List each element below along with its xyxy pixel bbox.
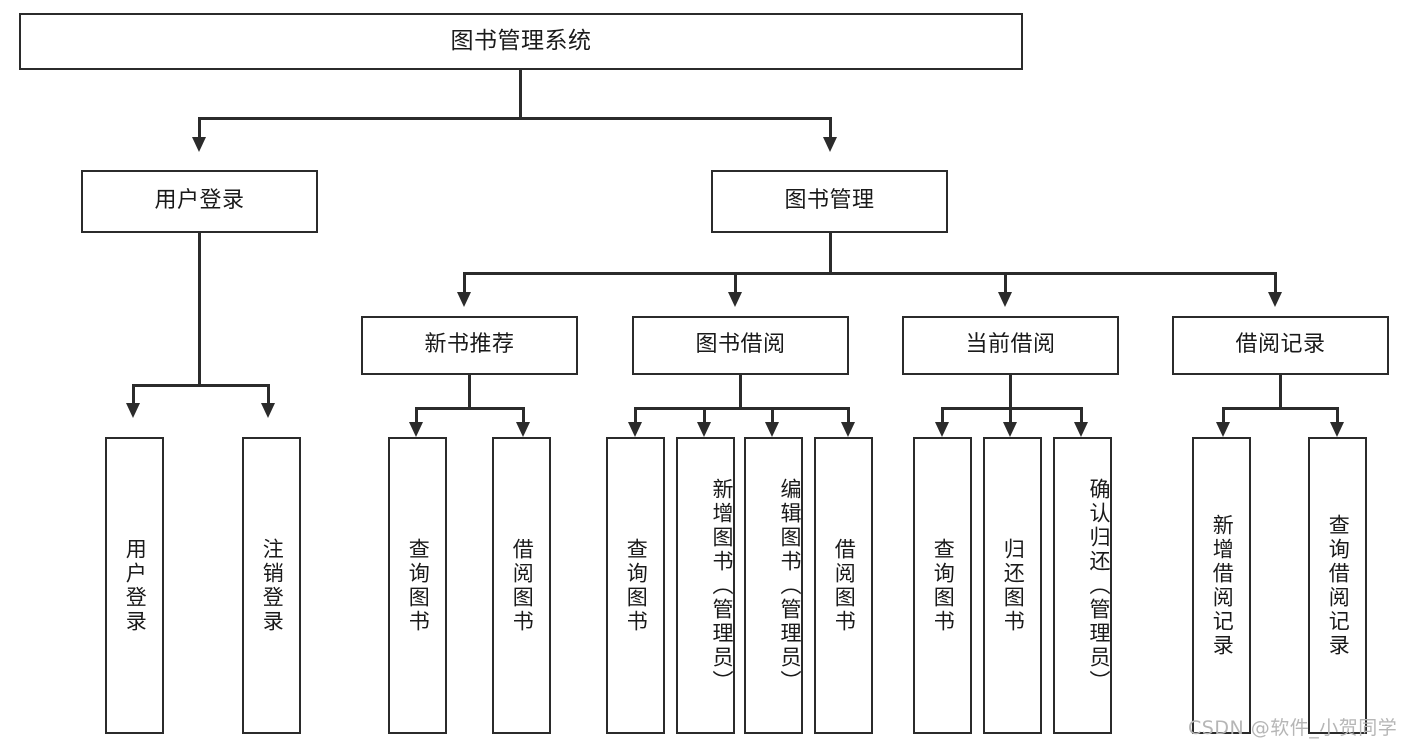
node-label: 注销登录 bbox=[260, 537, 285, 634]
node-label: 当前借阅 bbox=[965, 332, 1056, 358]
connector-current-borrow-drop-2 bbox=[1080, 407, 1083, 425]
connector-new-book-drop-0 bbox=[415, 407, 418, 425]
leaf-return-book[interactable]: 归还图书 bbox=[983, 437, 1042, 734]
node-user-login[interactable]: 用户登录 bbox=[81, 170, 318, 233]
node-label: 归还图书 bbox=[1001, 537, 1026, 634]
node-label: 图书管理系统 bbox=[450, 27, 592, 54]
arrow-to-new-book-recommend bbox=[457, 292, 471, 307]
leaf-query-book-borrow[interactable]: 查询图书 bbox=[606, 437, 665, 734]
arrow-to-leaf-add-record bbox=[1216, 422, 1230, 437]
node-label: 查询图书 bbox=[931, 537, 956, 634]
connector-level2-drop-0 bbox=[463, 272, 466, 296]
connector-book-management-stem bbox=[829, 233, 832, 274]
leaf-confirm-return-admin[interactable]: 确认归还（管理员） bbox=[1053, 437, 1112, 734]
leaf-borrow-book-recommend[interactable]: 借阅图书 bbox=[492, 437, 551, 734]
arrow-to-borrow-record bbox=[1268, 292, 1282, 307]
leaf-edit-book-admin[interactable]: 编辑图书（管理员） bbox=[744, 437, 803, 734]
arrow-to-leaf-user-login bbox=[126, 403, 140, 418]
node-label: 查询图书 bbox=[406, 537, 431, 634]
connector-book-borrow-drop-3 bbox=[847, 407, 850, 425]
leaf-query-borrow-record[interactable]: 查询借阅记录 bbox=[1308, 437, 1367, 734]
leaf-add-borrow-record[interactable]: 新增借阅记录 bbox=[1192, 437, 1251, 734]
connector-user-login-bus bbox=[132, 384, 269, 387]
connector-level1-drop-1 bbox=[829, 117, 832, 142]
node-book-management[interactable]: 图书管理 bbox=[711, 170, 948, 233]
connector-borrow-record-drop-0 bbox=[1222, 407, 1225, 425]
arrow-to-leaf-edit-book bbox=[765, 422, 779, 437]
node-borrow-record[interactable]: 借阅记录 bbox=[1172, 316, 1389, 375]
connector-book-borrow-drop-2 bbox=[771, 407, 774, 425]
arrow-to-book-management bbox=[823, 137, 837, 152]
node-label: 新增图书（管理员） bbox=[710, 477, 734, 694]
node-current-borrow[interactable]: 当前借阅 bbox=[902, 316, 1119, 375]
connector-borrow-record-drop-1 bbox=[1336, 407, 1339, 425]
node-label: 确认归还（管理员） bbox=[1087, 477, 1111, 694]
connector-book-borrow-drop-0 bbox=[634, 407, 637, 425]
node-label: 新书推荐 bbox=[424, 332, 515, 358]
connector-level2-bus bbox=[463, 272, 1277, 275]
connector-level2-drop-1 bbox=[734, 272, 737, 296]
connector-new-book-stem bbox=[468, 375, 471, 409]
node-label: 用户登录 bbox=[154, 188, 245, 214]
leaf-query-book-recommend[interactable]: 查询图书 bbox=[388, 437, 447, 734]
node-root-system[interactable]: 图书管理系统 bbox=[19, 13, 1023, 70]
arrow-to-user-login bbox=[192, 137, 206, 152]
connector-current-borrow-drop-0 bbox=[941, 407, 944, 425]
connector-borrow-record-stem bbox=[1279, 375, 1282, 409]
leaf-query-book-current[interactable]: 查询图书 bbox=[913, 437, 972, 734]
connector-level1-drop-0 bbox=[198, 117, 201, 142]
arrow-to-leaf-confirm-return bbox=[1074, 422, 1088, 437]
arrow-to-leaf-borrow-book-2 bbox=[841, 422, 855, 437]
arrow-to-leaf-borrow-book-1 bbox=[516, 422, 530, 437]
connector-book-borrow-bus bbox=[634, 407, 850, 410]
connector-new-book-bus bbox=[415, 407, 525, 410]
connector-borrow-record-bus bbox=[1222, 407, 1339, 410]
leaf-borrow-book[interactable]: 借阅图书 bbox=[814, 437, 873, 734]
connector-level2-drop-3 bbox=[1274, 272, 1277, 296]
node-label: 查询借阅记录 bbox=[1326, 513, 1351, 658]
node-label: 新增借阅记录 bbox=[1210, 513, 1235, 658]
arrow-to-leaf-query-book-1 bbox=[409, 422, 423, 437]
leaf-user-login[interactable]: 用户登录 bbox=[105, 437, 164, 734]
connector-book-borrow-drop-1 bbox=[703, 407, 706, 425]
node-label: 借阅记录 bbox=[1235, 332, 1326, 358]
connector-user-login-drop-0 bbox=[132, 384, 135, 406]
connector-level1-bus bbox=[198, 117, 832, 120]
arrow-to-leaf-query-book-3 bbox=[935, 422, 949, 437]
connector-new-book-drop-1 bbox=[522, 407, 525, 425]
node-book-borrow[interactable]: 图书借阅 bbox=[632, 316, 849, 375]
arrow-to-leaf-query-book-2 bbox=[628, 422, 642, 437]
leaf-logout[interactable]: 注销登录 bbox=[242, 437, 301, 734]
node-label: 图书管理 bbox=[784, 188, 875, 214]
arrow-to-book-borrow bbox=[728, 292, 742, 307]
arrow-to-leaf-logout bbox=[261, 403, 275, 418]
connector-level2-drop-2 bbox=[1004, 272, 1007, 296]
node-new-book-recommend[interactable]: 新书推荐 bbox=[361, 316, 578, 375]
node-label: 图书借阅 bbox=[695, 332, 786, 358]
connector-user-login-drop-1 bbox=[267, 384, 270, 406]
node-label: 编辑图书（管理员） bbox=[778, 477, 802, 694]
arrow-to-leaf-query-record bbox=[1330, 422, 1344, 437]
node-label: 用户登录 bbox=[123, 537, 148, 634]
arrow-to-leaf-return-book bbox=[1003, 422, 1017, 437]
node-label: 借阅图书 bbox=[510, 537, 535, 634]
connector-current-borrow-drop-1 bbox=[1009, 407, 1012, 425]
arrow-to-current-borrow bbox=[998, 292, 1012, 307]
arrow-to-leaf-add-book bbox=[697, 422, 711, 437]
node-label: 查询图书 bbox=[624, 537, 649, 634]
leaf-add-book-admin[interactable]: 新增图书（管理员） bbox=[676, 437, 735, 734]
connector-current-borrow-bus bbox=[941, 407, 1083, 410]
connector-root-stem bbox=[519, 70, 522, 119]
node-label: 借阅图书 bbox=[832, 537, 857, 634]
connector-book-borrow-stem bbox=[739, 375, 742, 409]
connector-current-borrow-stem bbox=[1009, 375, 1012, 409]
connector-user-login-stem bbox=[198, 233, 201, 386]
